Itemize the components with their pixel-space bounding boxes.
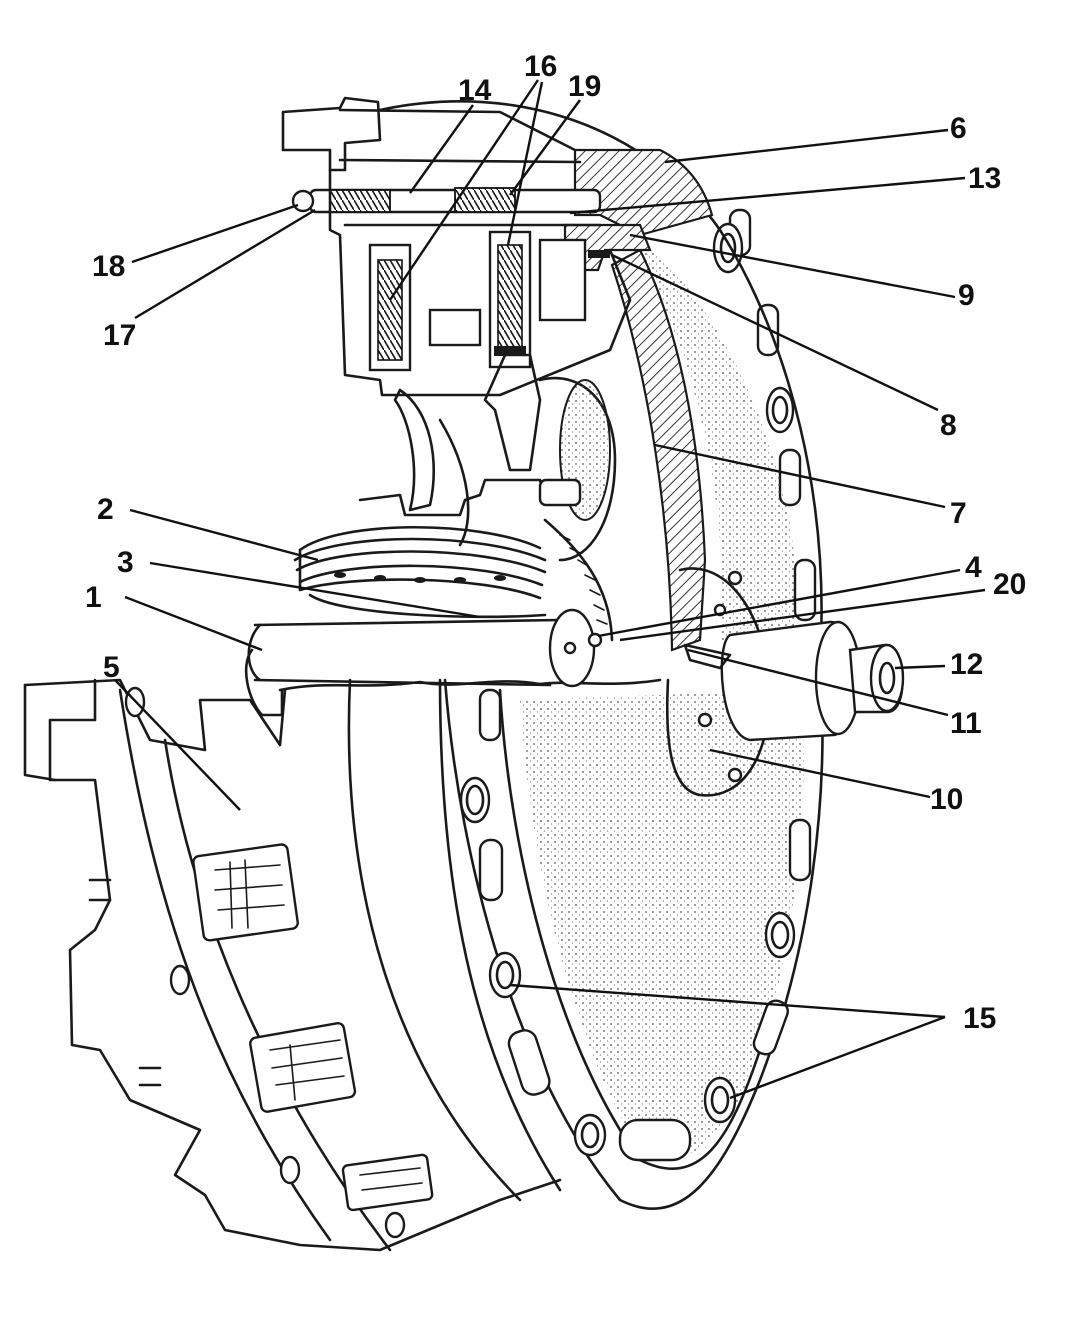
callout-19: 19 — [568, 70, 601, 103]
rim-bolts — [459, 208, 817, 1162]
callout-1: 1 — [85, 581, 102, 614]
leader-16a — [389, 79, 539, 301]
rim-bolt — [573, 1113, 607, 1157]
pressure-plate — [378, 100, 823, 662]
callout-6: 6 — [950, 112, 967, 145]
leader-14 — [409, 104, 474, 194]
leader-12 — [894, 664, 946, 670]
leader-13 — [569, 176, 966, 215]
actuator-assembly — [281, 96, 632, 397]
rim-bolt — [764, 911, 796, 959]
callout-14: 14 — [458, 74, 492, 107]
callout-17: 17 — [103, 319, 136, 352]
leader-9 — [629, 233, 956, 299]
leader-2 — [129, 508, 319, 562]
leader-20 — [619, 588, 986, 642]
hub-rings — [293, 518, 614, 642]
callout-labels: 1 2 3 4 5 6 7 8 9 10 11 12 13 14 15 16 1… — [85, 50, 1026, 1035]
leader-17 — [134, 208, 316, 320]
callout-11: 11 — [950, 707, 982, 740]
leader-15a — [509, 983, 946, 1019]
leader-10 — [709, 748, 931, 799]
leader-11 — [687, 648, 949, 717]
rim-bolt — [765, 386, 795, 434]
leader-6 — [664, 128, 949, 164]
leader-19 — [509, 99, 581, 196]
callout-4: 4 — [965, 551, 982, 584]
callout-2: 2 — [97, 493, 114, 526]
callout-16: 16 — [524, 50, 557, 83]
leader-18 — [131, 203, 299, 264]
leader-7 — [654, 443, 946, 509]
internal-web — [358, 353, 617, 562]
leader-5 — [114, 679, 241, 811]
rim-bolt — [488, 951, 522, 999]
output-flange — [665, 567, 905, 797]
callout-5: 5 — [103, 651, 120, 684]
callout-18: 18 — [92, 250, 125, 283]
callout-13: 13 — [968, 162, 1001, 195]
callout-15: 15 — [963, 1002, 996, 1035]
callout-9: 9 — [958, 279, 975, 312]
rim-bolt — [712, 222, 744, 274]
leader-1 — [124, 595, 263, 652]
callout-12: 12 — [950, 648, 983, 681]
callout-7: 7 — [950, 497, 967, 530]
shaft — [244, 608, 662, 717]
rim-bolt — [703, 1076, 737, 1124]
leader-3 — [149, 561, 481, 619]
callout-20: 20 — [993, 568, 1026, 601]
callout-8: 8 — [940, 409, 957, 442]
leader-lines — [114, 79, 986, 1100]
callout-3: 3 — [117, 546, 134, 579]
housing — [23, 658, 824, 1252]
leader-8 — [611, 253, 939, 412]
leader-15b — [729, 1015, 946, 1100]
callout-10: 10 — [930, 783, 963, 816]
leader-4 — [597, 568, 961, 638]
rim-bolt — [459, 776, 491, 824]
leader-16b — [506, 81, 544, 246]
